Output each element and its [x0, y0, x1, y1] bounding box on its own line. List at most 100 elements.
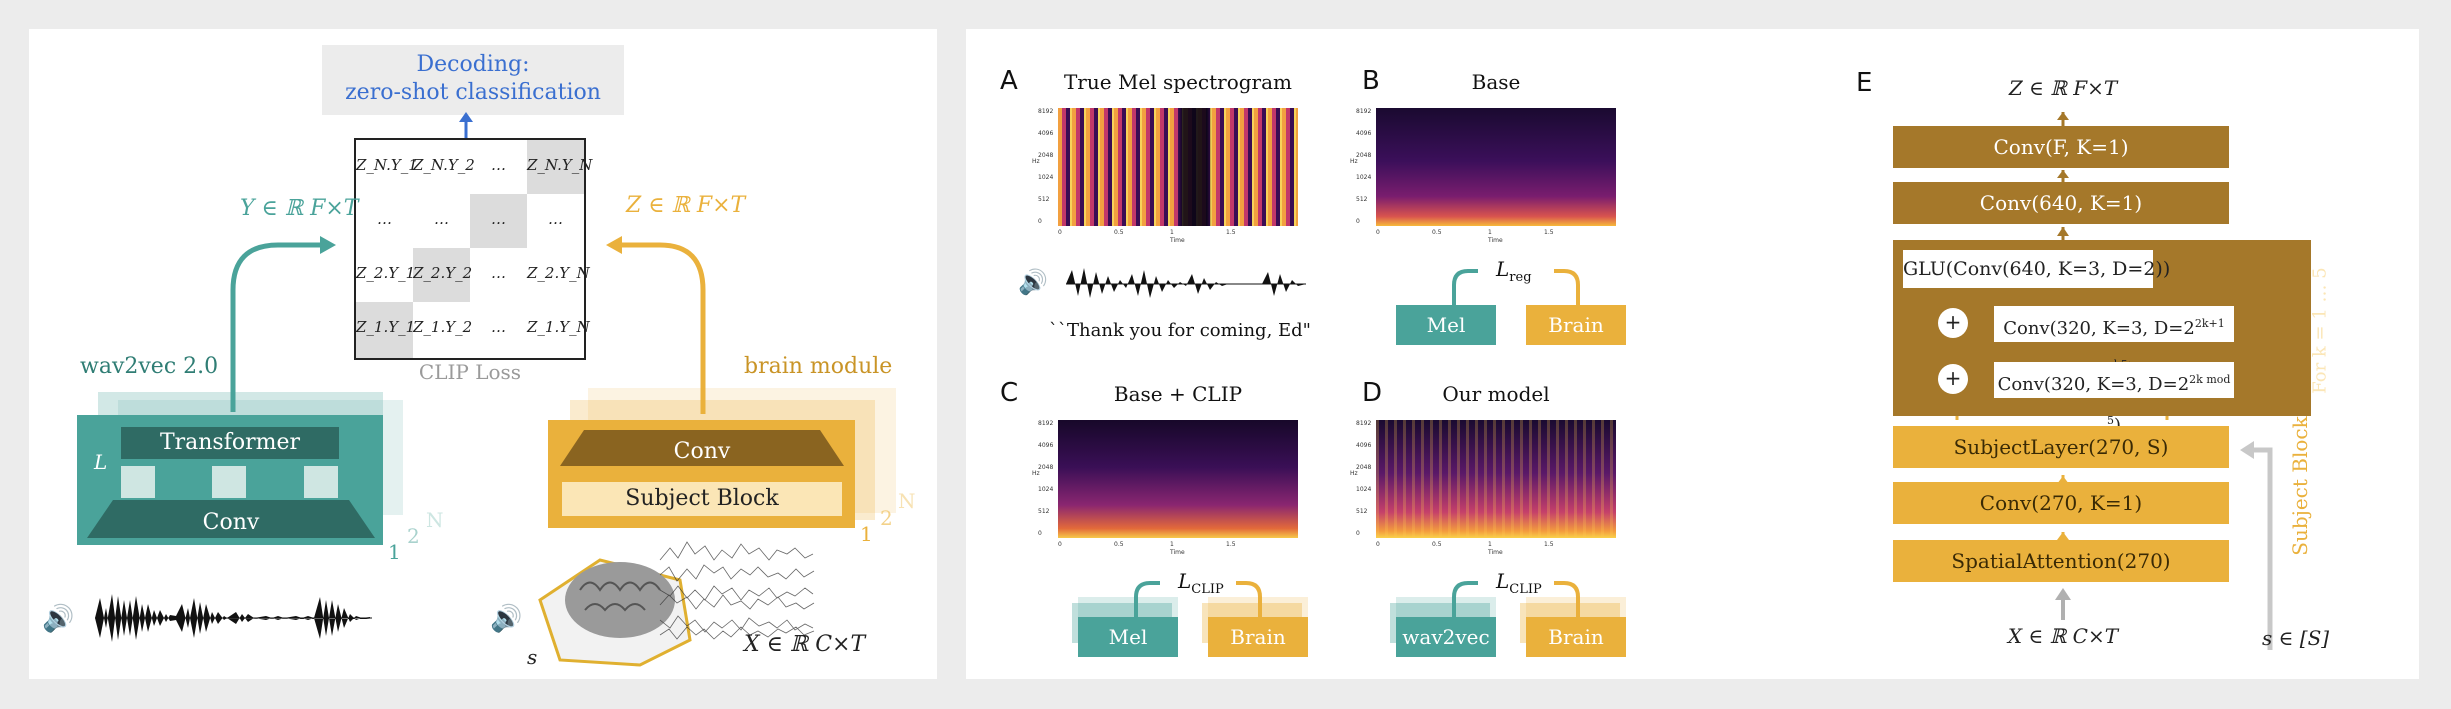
token-box — [304, 466, 338, 498]
x-tick-label: 1 — [1170, 229, 1174, 236]
matrix-cell: … — [491, 318, 506, 336]
x-tick-label: 0 — [1376, 541, 1380, 548]
matrix-cell: Z_N.Y_1 — [356, 156, 418, 174]
spectrogram-d — [1376, 420, 1616, 538]
panel-c-left-box: Mel — [1078, 617, 1178, 657]
matrix-diag-cell — [413, 248, 470, 302]
subject-block-box: Subject Block — [562, 482, 842, 516]
loss-arrows — [1134, 581, 1262, 617]
e-x-label: X ∈ ℝ C×T — [2007, 624, 2119, 648]
matrix-cell: … — [377, 210, 392, 228]
panel-b-right-box: Brain — [1526, 305, 1626, 345]
loss-symbol: L — [1178, 569, 1192, 593]
y-label: Y ∈ ℝ F×T — [240, 196, 359, 221]
brain-stack-index-2: 2 — [880, 506, 893, 530]
conv-320-a-text: Conv(320, K=3, D=2 — [2003, 318, 2195, 339]
plus-node-bottom — [1938, 364, 1968, 394]
y-tick-label: 4096 — [1038, 130, 1054, 137]
y-tick-label: 8192 — [1356, 108, 1372, 115]
y-tick-label: 8192 — [1038, 108, 1054, 115]
matrix-cell: Z_1.Y_2 — [413, 318, 473, 336]
y-tick-label: 1024 — [1356, 174, 1372, 181]
panel-c-right-box: Brain — [1208, 617, 1308, 657]
subject-block-vertical-label: Subject Block — [2288, 416, 2312, 556]
stack-index-1: 1 — [388, 540, 401, 564]
y-tick-label: 2048 — [1356, 152, 1372, 159]
x-tick-label: 0.5 — [1432, 229, 1442, 236]
panel-d-letter: D — [1362, 378, 1383, 408]
token-box — [121, 466, 155, 498]
panel-d-title: Our model — [1442, 382, 1550, 406]
conv-270-box: Conv(270, K=1) — [1893, 482, 2229, 524]
matrix-cell: Z_1.Y_N — [527, 318, 590, 336]
x-tick-label: 0 — [1058, 229, 1062, 236]
plus-label-bottom: + — [1944, 366, 1962, 390]
y-axis-label: Hz — [1032, 158, 1040, 165]
loss-symbol: L — [1496, 257, 1510, 281]
matrix-cell: Z_2.Y_2 — [413, 264, 473, 282]
matrix-cell: … — [491, 210, 506, 228]
x-label: X ∈ ℝ C×T — [744, 632, 866, 657]
loss-subscript: CLIP — [1191, 582, 1224, 597]
x-axis-label: Time — [1488, 237, 1503, 244]
y-tick-label: 2048 — [1038, 464, 1054, 471]
y-tick-label: 1024 — [1356, 486, 1372, 493]
matrix-cell: … — [548, 210, 563, 228]
conv-320-a-box: Conv(320, K=3, D=22k+1 mod 5) — [1994, 306, 2234, 380]
y-tick-label: 2048 — [1356, 464, 1372, 471]
panel-d-right-box: Brain — [1526, 617, 1626, 657]
y-tick-label: 0 — [1038, 218, 1042, 225]
x-axis-label: Time — [1488, 549, 1503, 556]
y-tick-label: 8192 — [1356, 420, 1372, 427]
spectrogram-a — [1058, 108, 1298, 226]
y-tick-label: 512 — [1038, 508, 1050, 515]
conv-320-b-exponent: 2k mod 5 — [2106, 373, 2231, 427]
panel-c-letter: C — [1000, 378, 1019, 408]
y-tick-label: 8192 — [1038, 420, 1054, 427]
y-axis-label: Hz — [1032, 470, 1040, 477]
loss-arrows — [1452, 269, 1580, 305]
conv-trapezoid-right — [560, 430, 844, 466]
y-tick-label: 0 — [1038, 530, 1042, 537]
x-tick-label: 0.5 — [1114, 541, 1124, 548]
e-s-label: s ∈ [S] — [2262, 626, 2330, 650]
wav2vec-title: wav2vec 2.0 — [80, 354, 219, 379]
panel-a-caption: ``Thank you for coming, Ed" — [1049, 320, 1311, 341]
spectrogram-b — [1376, 108, 1616, 226]
x-tick-label: 1.5 — [1226, 541, 1236, 548]
matrix-cell: Z_N.Y_2 — [413, 156, 475, 174]
stack-index-2: 2 — [407, 524, 420, 548]
x-tick-label: 1.5 — [1544, 541, 1554, 548]
x-tick-label: 1 — [1488, 229, 1492, 236]
y-tick-label: 2048 — [1038, 152, 1054, 159]
decoding-line1: Decoding: — [416, 52, 530, 77]
matrix-cell: … — [491, 156, 506, 174]
conv-left-label: Conv — [202, 510, 260, 535]
panel-a-letter: A — [1000, 66, 1018, 96]
matrix-cell: Z_2.Y_1 — [356, 264, 416, 282]
conv-320-b-text: Conv(320, K=3, D=2 — [1997, 374, 2190, 395]
x-axis-label: Time — [1170, 237, 1185, 244]
conv-trapezoid-left — [87, 500, 375, 538]
y-tick-label: 0 — [1356, 530, 1360, 537]
transformer-box: Transformer — [121, 427, 339, 459]
spectrogram-c — [1058, 420, 1298, 538]
plus-node-top — [1938, 308, 1968, 338]
loss-arrows — [1452, 581, 1580, 617]
panel-e-letter: E — [1856, 68, 1873, 98]
conv-f-box: Conv(F, K=1) — [1893, 126, 2229, 168]
x-tick-label: 1 — [1170, 541, 1174, 548]
brain-module-title: brain module — [744, 354, 893, 379]
panel-b-loss: Lreg — [1496, 257, 1532, 285]
y-tick-label: 512 — [1356, 196, 1368, 203]
panel-d-loss: LCLIP — [1496, 569, 1542, 597]
spatial-attention-box: SpatialAttention(270) — [1893, 540, 2229, 582]
panel-d-left-box: wav2vec — [1396, 617, 1496, 657]
conv-right-label: Conv — [673, 439, 731, 464]
matrix-diag-cell — [356, 302, 413, 358]
matrix-cell: … — [491, 264, 506, 282]
decoding-line2: zero-shot classification — [345, 80, 601, 105]
waveform-a — [1066, 268, 1306, 298]
glu-box: GLU(Conv(640, K=3, D=2)) — [1903, 250, 2170, 288]
